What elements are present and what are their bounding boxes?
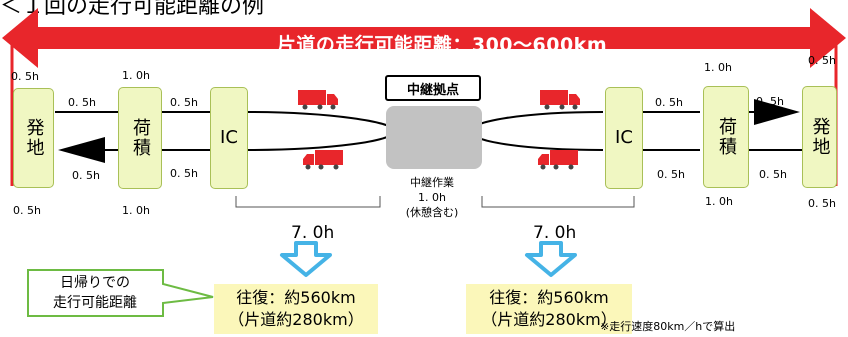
time-label: 0. 5h <box>808 54 836 67</box>
right-loop <box>468 111 604 151</box>
loading-box-right: 荷積 <box>703 86 749 188</box>
loading-label: 荷積 <box>130 118 151 158</box>
callout-line: 走行可能距離 <box>53 295 137 311</box>
time-label: 0. 5h <box>11 70 39 83</box>
truck-icon <box>303 150 343 170</box>
page-title: ＜１回の走行可能距離の例 <box>0 0 265 19</box>
time-label: 1. 0h <box>704 61 732 74</box>
ic-box-right: IC <box>605 87 643 189</box>
truck-icon <box>298 90 338 110</box>
ic-label: IC <box>220 127 238 148</box>
time-label: 0. 5h <box>72 169 100 182</box>
hub-label: 中継拠点 <box>385 75 481 101</box>
result-oneway: （片道約280km） <box>481 310 617 329</box>
range-arrow <box>2 8 846 68</box>
time-label: 0. 5h <box>170 96 198 109</box>
time-label: 0. 5h <box>655 96 683 109</box>
time-label: 1. 0h <box>122 69 150 82</box>
origin-box-left: 発地 <box>13 88 54 188</box>
relay-work-note: (休憩含む) <box>405 206 459 219</box>
right-bracket <box>481 196 635 208</box>
right-down-arrow <box>525 241 577 277</box>
result-box-left: 往復：約560km （片道約280km） <box>214 284 378 334</box>
ic-label: IC <box>615 127 633 148</box>
relay-work-info: 中継作業 1. 0h (休憩含む) <box>382 175 482 220</box>
time-label: 1. 0h <box>122 204 150 217</box>
range-label: 片道の走行可能距離：300〜600km <box>276 34 608 56</box>
hub-box <box>386 106 482 169</box>
origin-box-right: 発地 <box>802 86 837 188</box>
left-return-arrow <box>58 137 105 163</box>
left-down-arrow <box>280 241 332 277</box>
time-label: 0. 5h <box>756 95 784 108</box>
total-time-right: 7. 0h <box>533 223 577 243</box>
result-roundtrip: 往復：約560km <box>236 288 356 307</box>
origin-label: 発地 <box>809 117 831 157</box>
time-label: 0. 5h <box>657 168 685 181</box>
time-label: 0. 5h <box>170 167 198 180</box>
callout-line: 日帰りでの <box>60 275 130 291</box>
relay-work-label: 中継作業 <box>410 176 454 189</box>
truck-icon <box>538 150 578 170</box>
time-label: 0. 5h <box>759 168 787 181</box>
right-outbound-arrow <box>754 99 800 125</box>
origin-label: 発地 <box>23 118 45 158</box>
speed-note: ※走行速度80km／hで算出 <box>600 320 736 333</box>
callout-text: 日帰りでの 走行可能距離 <box>30 273 160 313</box>
truck-icon <box>540 90 580 110</box>
time-label: 0. 5h <box>68 96 96 109</box>
total-time-left: 7. 0h <box>291 223 335 243</box>
time-label: 1. 0h <box>705 195 733 208</box>
result-roundtrip: 往復：約560km <box>489 288 609 307</box>
result-box-right: 往復：約560km （片道約280km） <box>466 284 632 334</box>
ic-box-left: IC <box>210 87 248 189</box>
result-oneway: （片道約280km） <box>228 310 364 329</box>
left-loop <box>245 111 397 151</box>
loading-label: 荷積 <box>716 117 737 157</box>
callout-shape <box>27 269 214 317</box>
relay-work-time: 1. 0h <box>418 191 446 204</box>
time-label: 0. 5h <box>13 204 41 217</box>
loading-box-left: 荷積 <box>118 87 162 189</box>
time-label: 0. 5h <box>808 197 836 210</box>
left-bracket <box>235 196 381 208</box>
